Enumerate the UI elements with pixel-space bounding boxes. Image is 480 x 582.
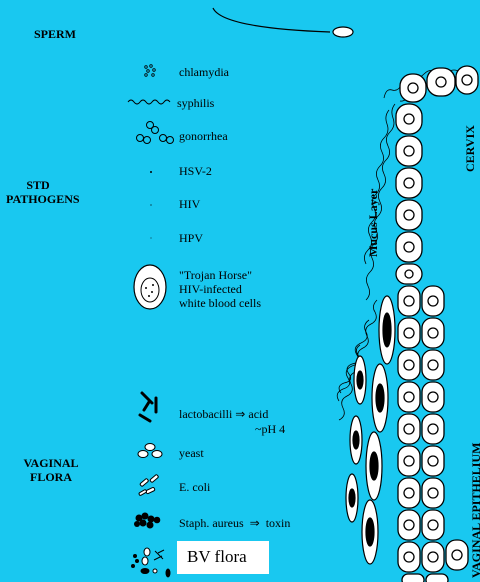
vaginal-epithelium-cells <box>398 286 468 582</box>
bv-flora-icon <box>132 548 171 577</box>
staph-aureus-icon <box>134 513 160 529</box>
hsv2-icon <box>150 171 152 173</box>
cervix-cells <box>396 66 478 284</box>
syphilis-icon <box>128 100 170 104</box>
chlamydia-icon <box>145 65 156 77</box>
surface-squamous-cells <box>346 296 395 564</box>
gonorrhea-icon <box>137 122 174 144</box>
hpv-icon <box>151 238 152 239</box>
vaginal-epithelium-label: VAGINAL EPITHELIUM <box>469 443 480 578</box>
lactobacilli-icon <box>140 393 156 421</box>
hiv-icon <box>150 204 151 205</box>
cervix-label: CERVIX <box>463 125 477 172</box>
white-blood-cell-icon <box>134 265 166 309</box>
mucus-layer-label: Mucus Layer <box>366 188 380 257</box>
yeast-icon <box>138 444 162 458</box>
ecoli-icon <box>139 474 159 496</box>
sperm-icon <box>213 8 353 37</box>
